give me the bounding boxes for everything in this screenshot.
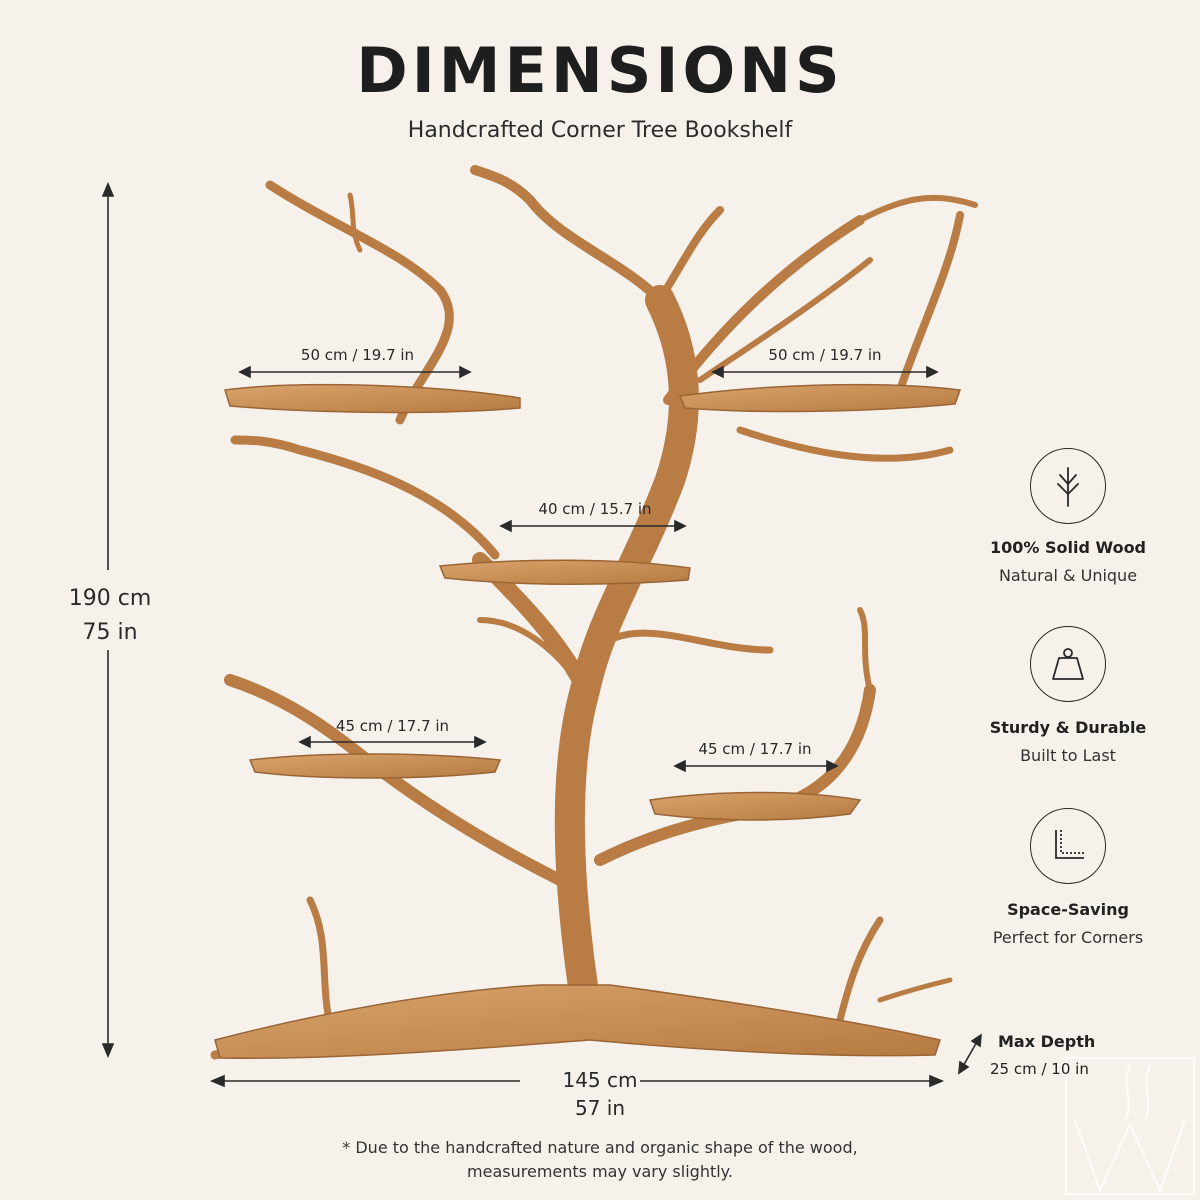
feature-subtitle-sturdy: Built to Last (1020, 746, 1116, 765)
watermark-logo (1065, 1057, 1195, 1195)
shelf-lower-left-measurement: 45 cm / 17.7 in (335, 717, 450, 735)
feature-title-solid-wood: 100% Solid Wood (989, 538, 1147, 557)
height-in: 75 in (82, 620, 138, 645)
shelf-top-left-measurement: 50 cm / 19.7 in (300, 346, 415, 364)
shelf-middle (438, 559, 691, 586)
weight-icon (1030, 626, 1106, 702)
corner-icon (1030, 808, 1106, 884)
footnote-line-1: * Due to the handcrafted nature and orga… (342, 1138, 858, 1157)
footnote: * Due to the handcrafted nature and orga… (0, 1136, 1200, 1184)
width-in: 57 in (574, 1096, 626, 1120)
shelf-top-left (224, 383, 521, 414)
feature-title-sturdy: Sturdy & Durable (989, 718, 1147, 737)
feature-subtitle-solid-wood: Natural & Unique (998, 566, 1138, 585)
feature-subtitle-space-saving: Perfect for Corners (992, 928, 1144, 947)
shelf-base (214, 984, 941, 1060)
shelves (214, 383, 962, 1060)
height-label: 190 cm 75 in (40, 582, 180, 650)
dimension-arrows (101, 181, 982, 1088)
shelf-lower-right-measurement: 45 cm / 17.7 in (698, 740, 812, 758)
width-label: 145 cm 57 in (500, 1066, 700, 1122)
page-title: DIMENSIONS (356, 34, 844, 107)
depth-title: Max Depth (998, 1032, 1096, 1051)
footnote-line-2: measurements may vary slightly. (467, 1162, 733, 1181)
tree-branch-icon (1030, 448, 1106, 524)
shelf-top-right-measurement: 50 cm / 19.7 in (768, 346, 882, 364)
width-cm: 145 cm (562, 1068, 638, 1092)
shelf-lower-left (248, 753, 502, 779)
shelf-middle-measurement: 40 cm / 15.7 in (538, 500, 652, 518)
shelf-top-right (678, 383, 962, 413)
height-cm: 190 cm (68, 586, 152, 611)
depth-value: 25 cm / 10 in (990, 1060, 1089, 1078)
page-subtitle: Handcrafted Corner Tree Bookshelf (407, 118, 793, 143)
shelf-lower-right (648, 791, 862, 821)
tree-branches (210, 165, 978, 1060)
feature-title-space-saving: Space-Saving (1007, 900, 1129, 919)
